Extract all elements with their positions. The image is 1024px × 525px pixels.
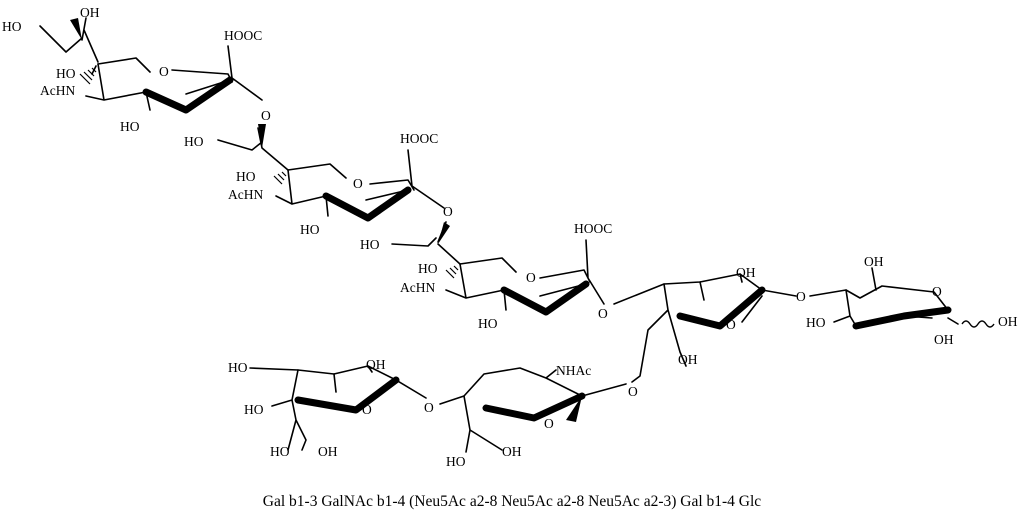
neu5ac-mid-ho-side: HO: [236, 169, 256, 184]
gal-left-ho-bottom: HO: [270, 444, 290, 459]
glc-oh-bottom: OH: [934, 332, 954, 347]
neu5ac-top-ho-side: HO: [56, 66, 76, 81]
neu5ac-mid-link-o: O: [443, 204, 453, 219]
glc-oh-ch2: OH: [864, 254, 884, 269]
gal-left-residue: HO OH O HO HO OH O: [228, 357, 434, 459]
neu5ac-top-ho-tail: HO: [2, 19, 22, 34]
gal-center-oh-ch2: OH: [678, 352, 698, 367]
glc-ring-o: O: [932, 284, 942, 299]
neu5ac-low-cooh: HOOC: [574, 221, 612, 236]
neu5ac-top-ho-ring: HO: [120, 119, 140, 134]
galnac-residue: NHAc O HO OH: [439, 363, 627, 469]
neu5ac-mid-achn: AcHN: [228, 187, 263, 202]
neu5ac-top-oh-tail: OH: [80, 5, 100, 20]
glc-oh-anomeric: OH: [998, 314, 1018, 329]
neu5ac-mid-ho-tail: HO: [184, 134, 204, 149]
neu5ac-top-residue: HO OH HOOC HO AcHN HO O O: [2, 5, 271, 134]
glc-residue: OH O HO OH OH: [806, 254, 1018, 347]
gal-center-oh-top: OH: [736, 265, 756, 280]
galnac-ho-bottom: HO: [446, 454, 466, 469]
neu5ac-low-ho-ring: HO: [478, 316, 498, 331]
galnac-ring-o: O: [544, 416, 554, 431]
structure-caption: Gal b1-3 GalNAc b1-4 (Neu5Ac a2-8 Neu5Ac…: [262, 493, 762, 510]
neu5ac-top-ring-o: O: [159, 64, 169, 79]
neu5ac-mid-ring-o: O: [353, 176, 363, 191]
neu5ac-low-residue: HO HOOC HO AcHN HO O O: [360, 221, 612, 331]
neu5ac-low-ho-side: HO: [418, 261, 438, 276]
neu5ac-low-ring-o: O: [526, 270, 536, 285]
neu5ac-low-link-o: O: [598, 306, 608, 321]
gal-center-ring-o: O: [726, 317, 736, 332]
neu5ac-low-ho-tail: HO: [360, 237, 380, 252]
gal-center-link-o-glc: O: [796, 289, 806, 304]
gal-left-ring-o: O: [362, 402, 372, 417]
neu5ac-top-achn: AcHN: [40, 83, 75, 98]
gal-left-link-o: O: [424, 400, 434, 415]
neu5ac-mid-cooh: HOOC: [400, 131, 438, 146]
neu5ac-top-link-o: O: [261, 108, 271, 123]
gal-left-ho-left: HO: [244, 402, 264, 417]
neu5ac-low-achn: AcHN: [400, 280, 435, 295]
gal-center-residue: OH O OH O O: [613, 265, 806, 399]
galnac-nhac: NHAc: [556, 363, 591, 378]
gal-left-oh-ch2: OH: [318, 444, 338, 459]
galnac-oh-ch2: OH: [502, 444, 522, 459]
gal-center-link-o-galnac: O: [628, 384, 638, 399]
gal-left-oh-top: OH: [366, 357, 386, 372]
neu5ac-mid-ho-ring: HO: [300, 222, 320, 237]
neu5ac-top-cooh: HOOC: [224, 28, 262, 43]
glc-ho-left: HO: [806, 315, 826, 330]
gal-left-ho-top: HO: [228, 360, 248, 375]
neu5ac-mid-residue: HO HOOC HO AcHN HO O O: [184, 124, 453, 237]
